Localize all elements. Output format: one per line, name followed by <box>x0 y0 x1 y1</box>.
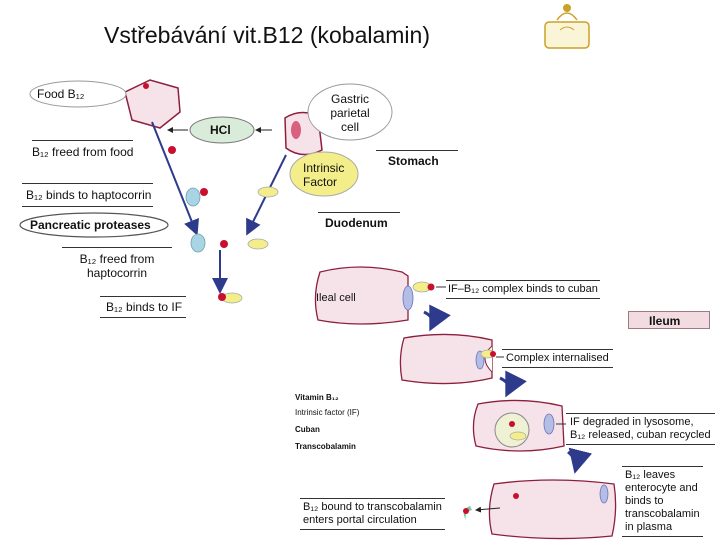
label-if-cuban: IF–B₁₂ complex binds to cuban <box>446 280 600 299</box>
gastric-label-ellipse <box>307 83 393 141</box>
label-b12-binds-if: B₁₂ binds to IF <box>100 296 187 318</box>
lysosome-if <box>509 431 527 441</box>
haptocorrin-2 <box>190 233 206 253</box>
label-ileal-cell: Ileal cell <box>316 292 356 304</box>
label-food-b12: Food B₁₂ <box>37 87 85 101</box>
lysosome <box>494 412 530 448</box>
label-ileum: Ileum <box>649 314 681 328</box>
label-intrinsic-factor: Intrinsic Factor <box>303 161 344 189</box>
ileal-cell-4 <box>488 479 617 540</box>
if-line-1: Intrinsic <box>303 161 345 175</box>
stomach-box: Stomach <box>376 150 458 170</box>
haptocorrin-1-b12 <box>200 188 208 196</box>
label-gastric-cell: Gastric parietal cell <box>330 92 370 134</box>
arrow-step-2 <box>499 370 527 398</box>
if-oval-stomach <box>257 186 279 198</box>
label-b12-haptocorrin: B₁₂ binds to haptocorrin <box>22 183 154 207</box>
label-hcl: HCl <box>210 123 231 137</box>
gastric-line-1: Gastric <box>330 92 369 106</box>
transcobalamin-4-b12 <box>463 508 469 514</box>
duodenum-box: Duodenum <box>318 212 400 232</box>
legend-b12: Vitamin B₁₂ <box>295 393 339 402</box>
label-if-degraded: IF degraded in lysosome, B₁₂ released, c… <box>566 413 715 445</box>
leaves-line-5: in plasma <box>625 521 673 533</box>
legend-transcobalamin: Transcobalamin <box>295 442 356 451</box>
food-cell <box>124 79 181 129</box>
degraded-line-1: IF degraded in lysosome, <box>570 416 694 428</box>
leaves-line-4: transcobalamin <box>625 508 700 520</box>
food-b12-dot <box>143 83 149 89</box>
degraded-line-2: B₁₂ released, cuban recycled <box>570 429 711 441</box>
gastric-line-2: parietal <box>330 106 370 120</box>
haptocorrin-1 <box>185 187 201 207</box>
parietal-nucleus <box>291 121 301 139</box>
pancreatic-ellipse <box>19 212 169 238</box>
label-b12-leaves: B₁₂ leaves enterocyte and binds to trans… <box>622 466 703 537</box>
arrow-exit <box>475 506 501 513</box>
label-complex-internalised: Complex internalised <box>502 349 613 368</box>
legend: Vitamin B₁₂ Intrinsic factor (IF) Cuban … <box>292 388 392 460</box>
ileal-cell-2 <box>399 333 493 385</box>
food-b12-ellipse <box>29 80 127 108</box>
if-oval-duodenum <box>247 238 269 250</box>
leaves-line-1: B₁₂ leaves <box>625 469 676 481</box>
cuban-3 <box>543 413 555 435</box>
legend-cuban: Cuban <box>295 425 320 434</box>
arrow-step-3 <box>567 447 592 474</box>
label-b12-freed-food: B₁₂ freed from food <box>32 140 134 159</box>
freed-line-2: haptocorrin <box>86 266 148 280</box>
gastric-line-3: cell <box>340 120 359 134</box>
portal-line-1: B₁₂ bound to transcobalamin <box>303 501 442 513</box>
intrinsic-factor-ellipse <box>289 151 359 197</box>
label-b12-freed-haptocorrin: B₁₂ freed from haptocorrin <box>62 247 172 280</box>
label-duodenum: Duodenum <box>325 216 388 230</box>
b12-freed-dot <box>220 240 228 248</box>
if-line-2: Factor <box>303 175 338 189</box>
legend-if: Intrinsic factor (IF) <box>295 408 360 417</box>
ileum-box: Ileum <box>628 311 710 329</box>
ileal-cell-1 <box>314 266 409 325</box>
portal-line-2: enters portal circulation <box>303 514 417 526</box>
ileal-4-b12 <box>513 493 519 499</box>
arrow-step-1 <box>423 304 451 332</box>
page-title: Vstřebávání vit.B12 (kobalamin) <box>104 22 430 48</box>
cuban-4 <box>599 484 609 504</box>
leaves-line-2: enterocyte and <box>625 482 698 494</box>
freed-line-1: B₁₂ freed from <box>79 252 155 266</box>
lysosome-b12 <box>509 421 515 427</box>
cuban-1 <box>402 285 414 311</box>
label-stomach: Stomach <box>388 154 439 168</box>
leaves-line-3: binds to <box>625 495 664 507</box>
crown-logo-icon <box>544 4 590 49</box>
hcl-ellipse <box>189 116 255 144</box>
label-pancreatic-proteases: Pancreatic proteases <box>30 218 151 232</box>
arrow-food-down <box>151 121 199 236</box>
label-portal: B₁₂ bound to transcobalamin enters porta… <box>300 498 445 530</box>
b12-free-dot <box>168 146 176 154</box>
if-complex-b12 <box>218 293 226 301</box>
if-cuban-1-b12 <box>427 283 435 291</box>
if-cuban-2-b12 <box>490 351 496 357</box>
